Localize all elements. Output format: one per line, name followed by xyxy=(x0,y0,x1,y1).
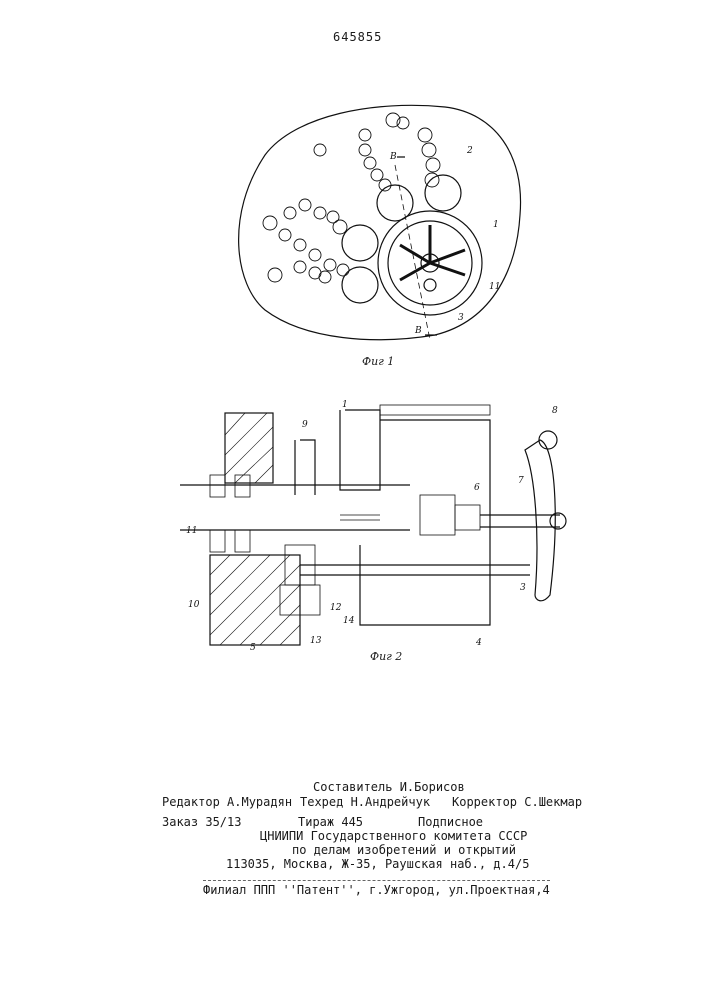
fig2-label-7: 7 xyxy=(518,476,524,486)
fig2-label-13: 13 xyxy=(310,636,322,646)
colophon-circulation: Тираж 445 xyxy=(298,815,363,829)
fig1-label-11: 11 xyxy=(489,282,500,292)
patent-number: 645855 xyxy=(333,30,382,44)
colophon-org-line1: ЦНИИПИ Государственного комитета СССР xyxy=(260,829,527,843)
colophon-order: Заказ 35/13 xyxy=(162,815,241,829)
figure-2-drawing: 1 3 4 5 6 7 8 9 10 11 12 13 14 xyxy=(180,395,580,650)
figure-2-caption: Фиг 2 xyxy=(370,650,402,663)
colophon-org-line2: по делам изобретений и открытий xyxy=(292,843,516,857)
fig2-label-3: 3 xyxy=(520,583,526,593)
colophon-compiler: Составитель И.Борисов xyxy=(313,780,465,794)
fig1-section-top: B xyxy=(389,152,397,162)
colophon-editor: Редактор А.Мурадян xyxy=(162,795,292,809)
fig2-hatched-block-bottom xyxy=(210,555,300,645)
fig2-label-4: 4 xyxy=(475,638,482,648)
fig2-hatching xyxy=(210,413,300,645)
fig2-label-1: 1 xyxy=(342,400,348,410)
colophon-corrector: Корректор С.Шекмар xyxy=(452,795,582,809)
colophon-techred: Техред Н.Андрейчук xyxy=(300,795,430,809)
fig1-label-3: 3 xyxy=(458,313,464,323)
fig2-label-8: 8 xyxy=(552,406,558,416)
figure-1-caption: Фиг 1 xyxy=(362,355,394,368)
fig1-section-bottom: B xyxy=(414,326,422,336)
fig1-label-1: 1 xyxy=(493,220,499,230)
fig2-label-14: 14 xyxy=(343,616,355,626)
fig2-label-9: 9 xyxy=(302,420,308,430)
colophon-subscription: Подписное xyxy=(418,815,483,829)
fig2-label-11: 11 xyxy=(186,526,197,536)
fig1-outline xyxy=(239,105,521,339)
fig2-label-6: 6 xyxy=(474,483,480,493)
colophon-address: 113035, Москва, Ж-35, Раушская наб., д.4… xyxy=(226,857,529,871)
colophon-branch: Филиал ППП ''Патент'', г.Ужгород, ул.Про… xyxy=(203,880,550,897)
fig1-label-2: 2 xyxy=(466,146,473,156)
fig2-label-5: 5 xyxy=(250,643,256,650)
fig2-label-12: 12 xyxy=(330,603,342,613)
fig2-label-10: 10 xyxy=(188,600,200,610)
figure-1-drawing: B B 1 2 3 11 xyxy=(225,95,525,345)
